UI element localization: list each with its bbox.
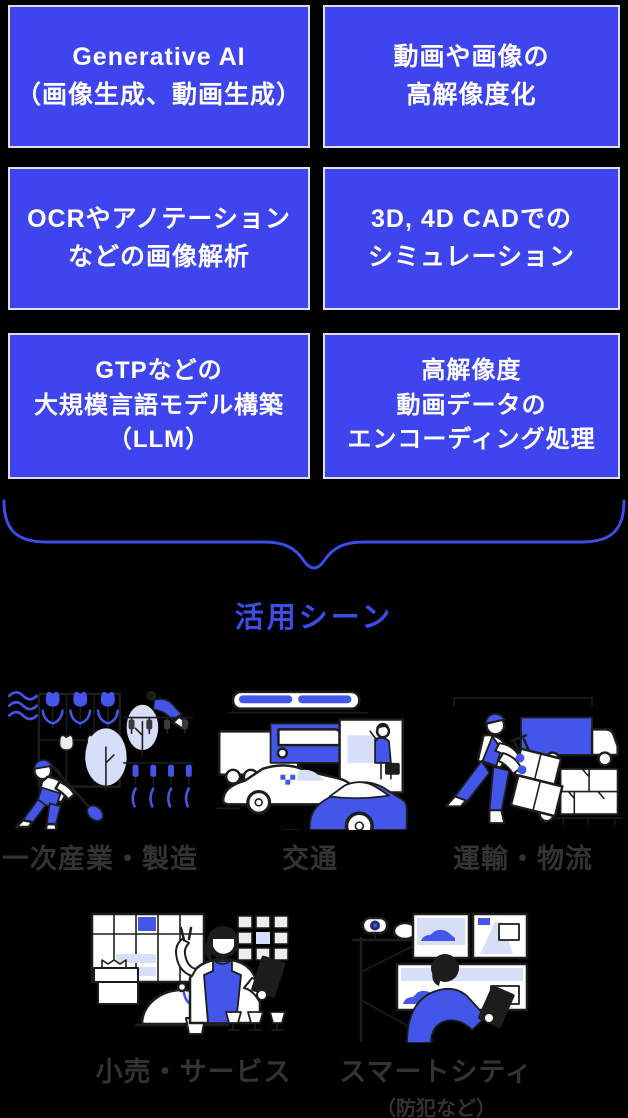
capability-box-label: GTPなどの 大規模言語モデル構築 （LLM） — [34, 356, 284, 454]
scene-farming: 一次産業・製造 — [2, 684, 198, 876]
scene-sublabel-smart-city: （防犯など） — [376, 1098, 496, 1118]
smart-city-illustration — [351, 912, 529, 1044]
scene-label-logistics: 運輸・物流 — [453, 844, 593, 874]
traffic-illustration — [216, 690, 408, 841]
scene-label-traffic: 交通 — [282, 844, 338, 874]
capability-box-llm: GTPなどの 大規模言語モデル構築 （LLM） — [8, 333, 310, 479]
capability-box-encoding: 高解像度 動画データの エンコーディング処理 — [323, 333, 620, 479]
capability-box-upscaling: 動画や画像の 高解像度化 — [323, 5, 620, 148]
scene-smart-city: スマートシティ （防犯など） — [336, 908, 536, 1118]
capability-box-label: 3D, 4D CADでの シミュレーション — [367, 205, 575, 271]
capability-box-ocr-annotation: OCRやアノテーション などの画像解析 — [8, 167, 310, 310]
scene-label-farming: 一次産業・製造 — [2, 844, 198, 874]
logistics-illustration — [445, 697, 623, 825]
scene-logistics: 運輸・物流 — [422, 684, 624, 876]
capability-box-label: OCRやアノテーション などの画像解析 — [27, 205, 291, 271]
scene-retail: 小売・サービス — [86, 908, 301, 1089]
retail-illustration — [90, 912, 289, 1035]
capability-box-generative-ai: Generative AI （画像生成、動画生成） — [8, 5, 310, 148]
capability-box-label: 動画や画像の 高解像度化 — [393, 43, 550, 109]
capability-box-label: 高解像度 動画データの エンコーディング処理 — [347, 356, 596, 454]
scene-label-smart-city: スマートシティ — [339, 1057, 533, 1087]
scene-traffic: 交通 — [212, 684, 408, 876]
capability-box-cad-simulation: 3D, 4D CADでの シミュレーション — [323, 167, 620, 310]
curly-brace-icon — [2, 499, 626, 570]
scene-label-retail: 小売・サービス — [95, 1057, 292, 1087]
farming-illustration — [7, 690, 194, 832]
capability-box-label: Generative AI （画像生成、動画生成） — [15, 43, 302, 109]
section-title: 活用シーン — [234, 602, 394, 634]
